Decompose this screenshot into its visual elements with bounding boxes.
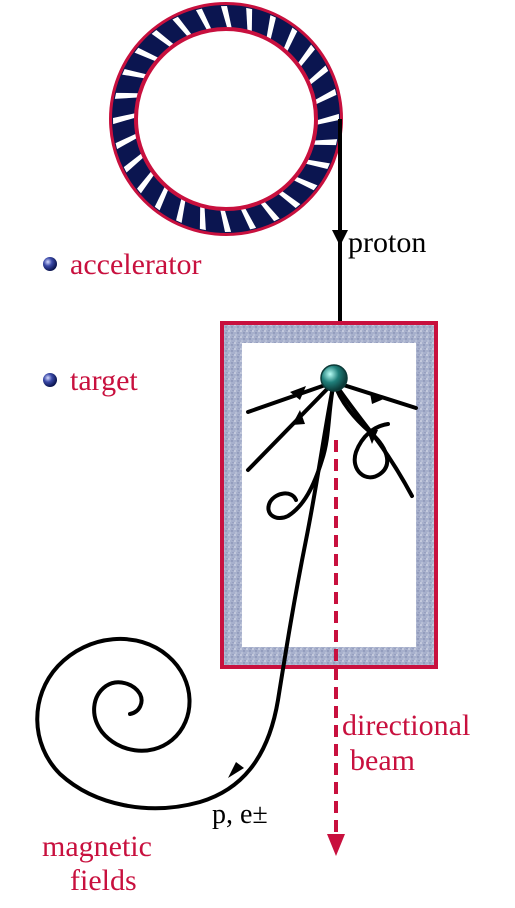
beam-label: beam <box>350 744 415 777</box>
track-arrow-icon <box>292 410 305 425</box>
ring-segment <box>278 190 301 208</box>
directional-beam <box>327 440 345 856</box>
magnetic-label: magnetic <box>42 830 152 863</box>
ring-segment <box>293 176 318 191</box>
accelerator-label: accelerator <box>70 248 202 281</box>
ring-segment <box>266 15 276 40</box>
ring-segment <box>313 139 338 146</box>
track-arrow-icon <box>228 762 244 778</box>
ring-segment <box>195 8 212 31</box>
track-arrow-icon <box>366 428 378 444</box>
ring-segment <box>134 47 159 62</box>
ring-segment <box>113 113 136 125</box>
ring-segment <box>260 201 280 222</box>
ring-segment <box>122 69 147 79</box>
track-arrow-icon <box>370 393 386 404</box>
ring-segment <box>114 92 139 99</box>
ring-segment <box>115 133 138 150</box>
ring-segment <box>246 7 253 32</box>
navy-sphere-icon <box>43 257 57 271</box>
ring-segment <box>123 153 144 173</box>
down-arrow-icon <box>332 230 348 246</box>
ring-segment <box>305 159 330 169</box>
directional-label: directional <box>342 709 470 742</box>
ring-segment <box>316 113 339 125</box>
ring-segment <box>220 6 232 29</box>
accelerator-ring <box>109 2 343 236</box>
ring-segment <box>172 16 192 37</box>
fields-label: fields <box>70 864 137 897</box>
track-arrows <box>228 386 386 778</box>
ring-segment <box>176 198 186 223</box>
ring-segment <box>297 44 315 67</box>
target-sphere <box>320 364 348 392</box>
ring-segment <box>308 65 329 85</box>
ring-segment <box>154 186 169 211</box>
ring-segment <box>314 88 337 105</box>
track-arrow-icon <box>290 386 306 400</box>
target-label: target <box>70 364 138 397</box>
proton-label: proton <box>348 226 426 259</box>
ring-segment <box>151 30 174 48</box>
legend-accelerator: accelerator <box>43 248 202 281</box>
ring-segment <box>137 171 155 194</box>
ring-segments <box>113 6 339 232</box>
ring-segment <box>283 27 298 52</box>
ring-segment <box>240 207 257 230</box>
ring-segment <box>220 209 232 232</box>
particles-label: p, e± <box>212 799 268 830</box>
legend-target: target <box>43 364 138 397</box>
down-arrow-icon <box>327 834 345 856</box>
ring-segment <box>199 206 206 231</box>
navy-sphere-icon <box>43 373 57 387</box>
